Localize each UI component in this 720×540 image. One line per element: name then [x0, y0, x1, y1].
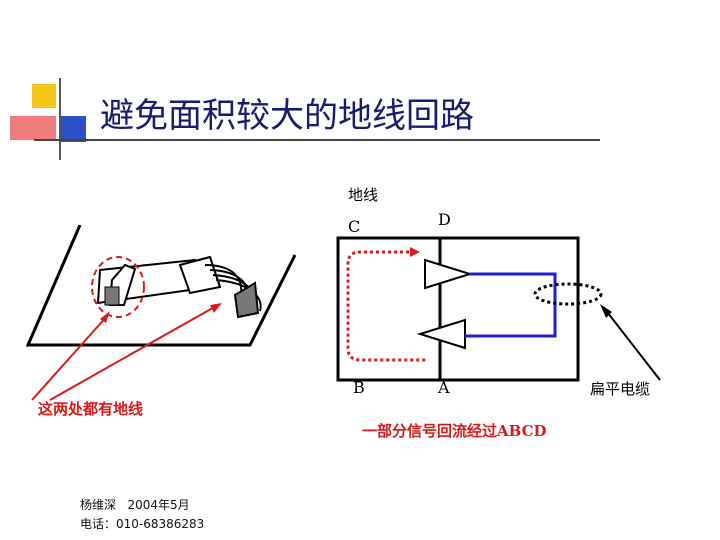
ground-label: 地线	[348, 186, 379, 204]
footer-author: 杨维深 2004年5月	[80, 498, 190, 512]
return-caption: 一部分信号回流经过ABCD	[362, 422, 547, 440]
cable-label: 扁平电缆	[590, 380, 651, 398]
pcb-figure	[20, 224, 340, 425]
page-title: 避免面积较大的地线回路	[100, 96, 474, 136]
title-decoration-graphic	[10, 78, 600, 160]
corner-b-label: B	[353, 378, 365, 397]
return-path-figure	[320, 230, 720, 390]
ground-note: 这两处都有地线	[38, 400, 144, 418]
corner-a-label: A	[438, 378, 450, 397]
corner-c-label: C	[348, 217, 361, 236]
return-path-drawing	[336, 236, 661, 382]
footer-phone: 电话：010-68386283	[80, 517, 205, 531]
corner-d-label: D	[438, 210, 451, 229]
pcb-drawing	[25, 224, 297, 401]
title-decoration	[0, 0, 720, 200]
